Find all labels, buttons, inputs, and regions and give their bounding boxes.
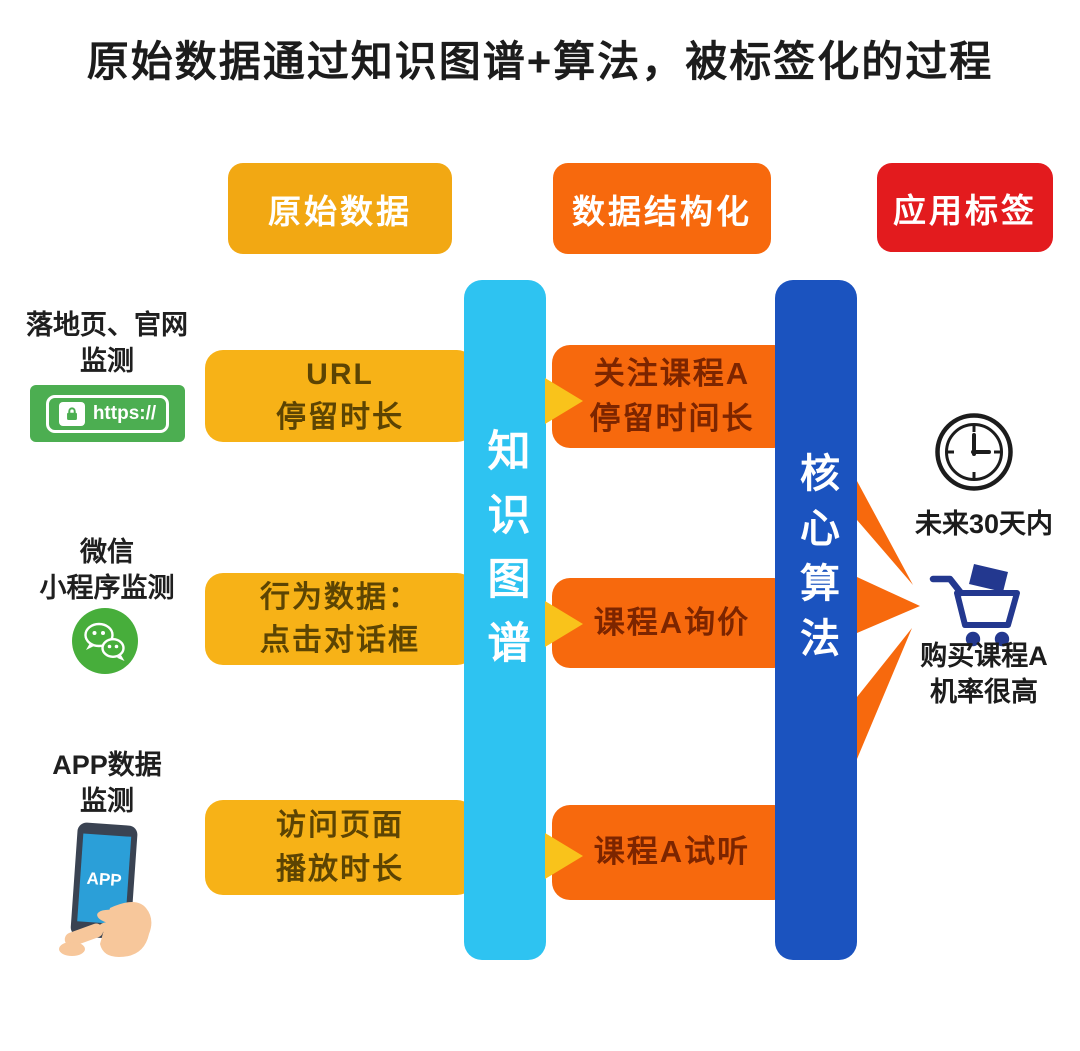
source-name-landing-page: 落地页、官网 监测 — [26, 310, 188, 376]
raw-data-box-behavior: 行为数据： 点击对话框 — [205, 573, 475, 665]
app-screen-label: APP — [86, 869, 122, 890]
https-address-pill: https:// — [45, 394, 170, 433]
core-algorithm-pillar: 核心算法 — [775, 280, 857, 960]
stage-badge-raw-data: 原始数据 — [228, 163, 452, 254]
core-algorithm-label: 核心算法 — [794, 452, 838, 672]
lock-icon — [58, 401, 85, 426]
structured-box-course-a-inquiry: 课程A询价 — [552, 578, 792, 668]
raw-data-box-url: URL 停留时长 — [205, 350, 475, 442]
app-phone-icon: APP — [52, 822, 162, 957]
stage-badge-applied-tags: 应用标签 — [877, 163, 1053, 252]
ray-arrow-icon-middle — [857, 577, 920, 633]
https-lock-icon: https:// — [30, 385, 185, 442]
knowledge-graph-pillar: 知识图谱 — [464, 280, 546, 960]
knowledge-graph-label: 知识图谱 — [481, 428, 529, 684]
prediction-label: 购买课程A 机率很高 — [920, 641, 1048, 708]
wechat-icon — [71, 607, 139, 675]
stage-badge-structured-data: 数据结构化 — [553, 163, 771, 254]
clock-icon — [933, 411, 1015, 493]
source-name-wechat: 微信 小程序监测 — [39, 537, 175, 603]
raw-data-box-visit: 访问页面 播放时长 — [205, 800, 475, 895]
page-title: 原始数据通过知识图谱+算法，被标签化的过程 — [86, 38, 994, 85]
https-label: https:// — [92, 402, 157, 424]
structured-box-course-a-trial: 课程A试听 — [552, 805, 792, 900]
shopping-cart-icon — [928, 562, 1020, 650]
timeframe-label: 未来30天内 — [914, 509, 1054, 539]
source-name-app: APP数据 监测 — [52, 750, 162, 816]
structured-box-course-a-attention: 关注课程A 停留时间长 — [552, 345, 792, 448]
